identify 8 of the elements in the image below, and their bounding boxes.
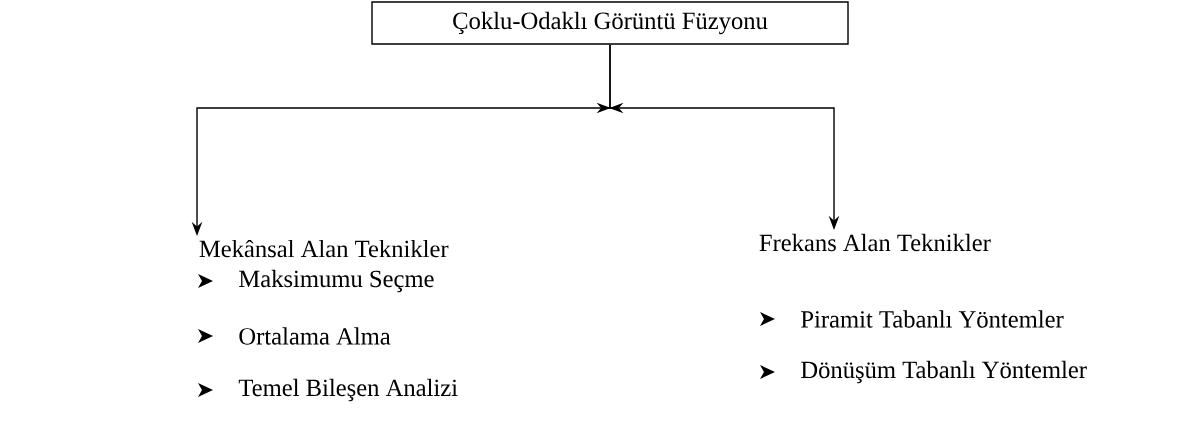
title-box: Çoklu-Odaklı Görüntü Füzyonu [371,1,849,45]
category-heading: Frekans Alan Teknikler [759,233,991,252]
list-item: Dönüşüm Tabanlı Yöntemler [801,360,1087,384]
list-item: Temel Bileşen Analizi [238,378,458,402]
list-item: Maksimumu Seçme [239,269,434,293]
list-item: Ortalama Alma [239,327,391,345]
list-item: Piramit Tabanlı Yöntemler [801,310,1064,328]
category-heading: Mekânsal Alan Teknikler [199,239,449,258]
